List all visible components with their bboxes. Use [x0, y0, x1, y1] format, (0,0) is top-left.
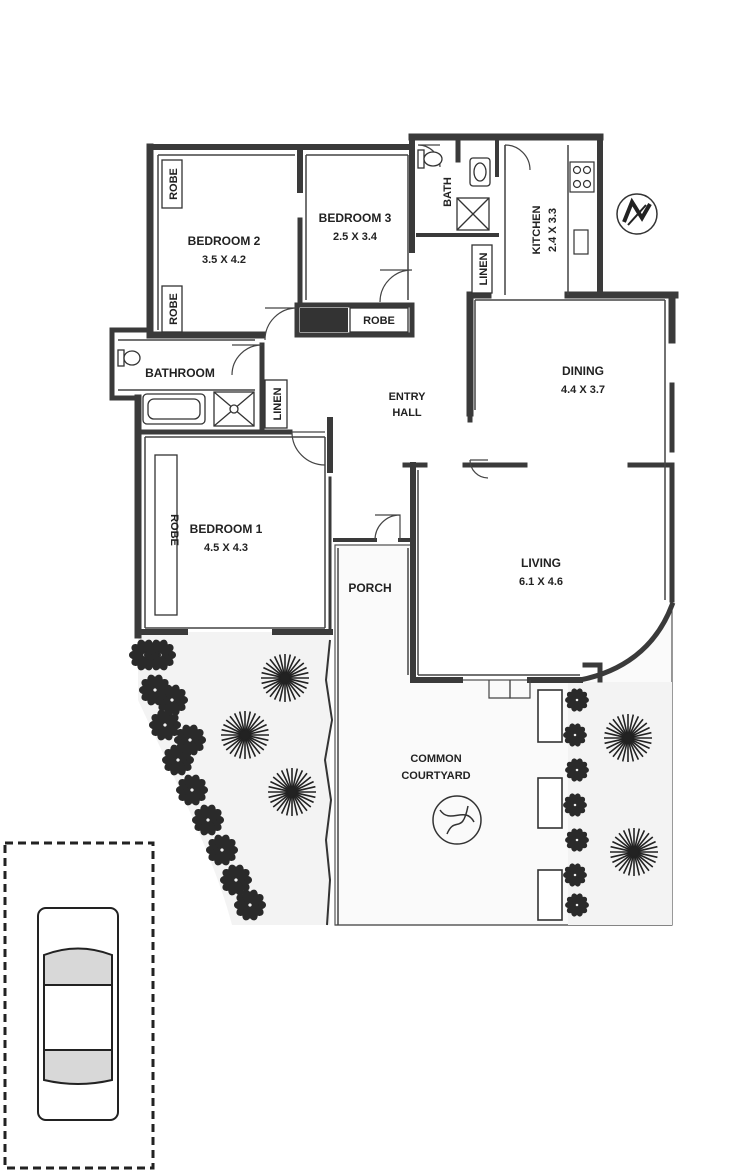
room-name: PORCH	[348, 581, 391, 595]
robe-bedroom3: ROBE	[300, 307, 409, 333]
shrub-icon	[156, 684, 188, 716]
linen-label: LINEN	[272, 387, 284, 420]
room-name: KITCHEN	[531, 206, 543, 255]
label-bedroom2: BEDROOM 2 3.5 X 4.2	[188, 234, 261, 266]
room-name: BEDROOM 3	[319, 211, 392, 225]
shrub-icon	[176, 774, 208, 806]
label-bedroom3: BEDROOM 3 2.5 X 3.4	[319, 211, 392, 243]
walls	[109, 133, 679, 683]
tree-icon	[261, 654, 309, 702]
garden-trees	[221, 654, 658, 876]
label-bath: BATH	[442, 177, 454, 207]
room-dims: 6.1 X 4.6	[519, 576, 563, 588]
robe-label: ROBE	[363, 315, 395, 327]
label-bedroom1: BEDROOM 1 4.5 X 4.3	[190, 522, 263, 554]
room-name: BATH	[442, 177, 454, 207]
robe-bedroom1: ROBE	[154, 454, 180, 616]
robe-bedroom2-bottom: ROBE	[161, 285, 183, 333]
room-name: LIVING	[521, 556, 561, 570]
shrub-icon	[192, 804, 224, 836]
planter-icon	[537, 689, 563, 921]
shower-icon	[456, 197, 490, 231]
room-name: COURTYARD	[401, 770, 470, 782]
room-dims: 2.4 X 3.3	[547, 208, 559, 252]
room-dims: 4.5 X 4.3	[204, 542, 248, 554]
tree-icon	[268, 768, 316, 816]
bathtub-icon	[142, 393, 206, 425]
room-name: DINING	[562, 364, 604, 378]
shrub-icon	[565, 758, 589, 782]
room-dims: 2.5 X 3.4	[333, 231, 378, 243]
room-dims: 3.5 X 4.2	[202, 254, 246, 266]
sink-icon	[469, 157, 491, 187]
fence-line	[323, 639, 334, 926]
shrub-icon	[563, 793, 587, 817]
shrub-icon	[563, 863, 587, 887]
shrub-icon	[234, 889, 266, 921]
shrub-icon	[563, 723, 587, 747]
room-name: ENTRY	[389, 391, 427, 403]
shrub-icon	[565, 893, 589, 917]
toilet-icon	[117, 349, 141, 367]
shrub-icon	[144, 639, 176, 671]
linen-label: LINEN	[478, 252, 490, 285]
car-space	[3, 841, 155, 1170]
tree-icon	[604, 714, 652, 762]
garden-left	[138, 632, 330, 925]
shrub-hedge	[129, 639, 589, 921]
robe-label: ROBE	[168, 168, 180, 200]
inner-outlines	[118, 145, 666, 925]
courtyard-feature-icon	[432, 795, 482, 845]
label-kitchen: KITCHEN 2.4 X 3.3	[531, 206, 559, 255]
room-name: BATHROOM	[145, 366, 215, 380]
room-name: BEDROOM 1	[190, 522, 263, 536]
linen-bathroom: LINEN	[264, 379, 288, 429]
linen-bath: LINEN	[471, 244, 493, 294]
robe-label: ROBE	[168, 514, 180, 546]
robe-label: ROBE	[168, 293, 180, 325]
shrub-icon	[565, 688, 589, 712]
tree-icon	[610, 828, 658, 876]
label-dining: DINING 4.4 X 3.7	[561, 364, 605, 396]
label-entry-hall: ENTRY HALL	[389, 391, 427, 419]
north-arrow-icon	[616, 193, 658, 235]
room-dims: 4.4 X 3.7	[561, 384, 605, 396]
room-name: HALL	[392, 407, 422, 419]
robe-bedroom2-top: ROBE	[161, 159, 183, 209]
tree-icon	[221, 711, 269, 759]
shrub-icon	[149, 709, 181, 741]
stove-icon	[569, 161, 595, 193]
room-name: COMMON	[410, 753, 461, 765]
sink-icon	[573, 229, 589, 255]
label-porch: PORCH	[348, 581, 391, 595]
shrub-icon	[220, 864, 252, 896]
label-living: LIVING 6.1 X 4.6	[519, 556, 563, 588]
doors	[231, 144, 531, 699]
shower-icon	[213, 391, 255, 427]
shrub-icon	[206, 834, 238, 866]
car-icon	[37, 907, 119, 1121]
label-courtyard: COMMON COURTYARD	[401, 753, 470, 782]
shrub-icon	[174, 724, 206, 756]
toilet-icon	[417, 149, 443, 169]
shrub-icon	[565, 828, 589, 852]
room-name: BEDROOM 2	[188, 234, 261, 248]
label-bathroom: BATHROOM	[145, 366, 215, 380]
